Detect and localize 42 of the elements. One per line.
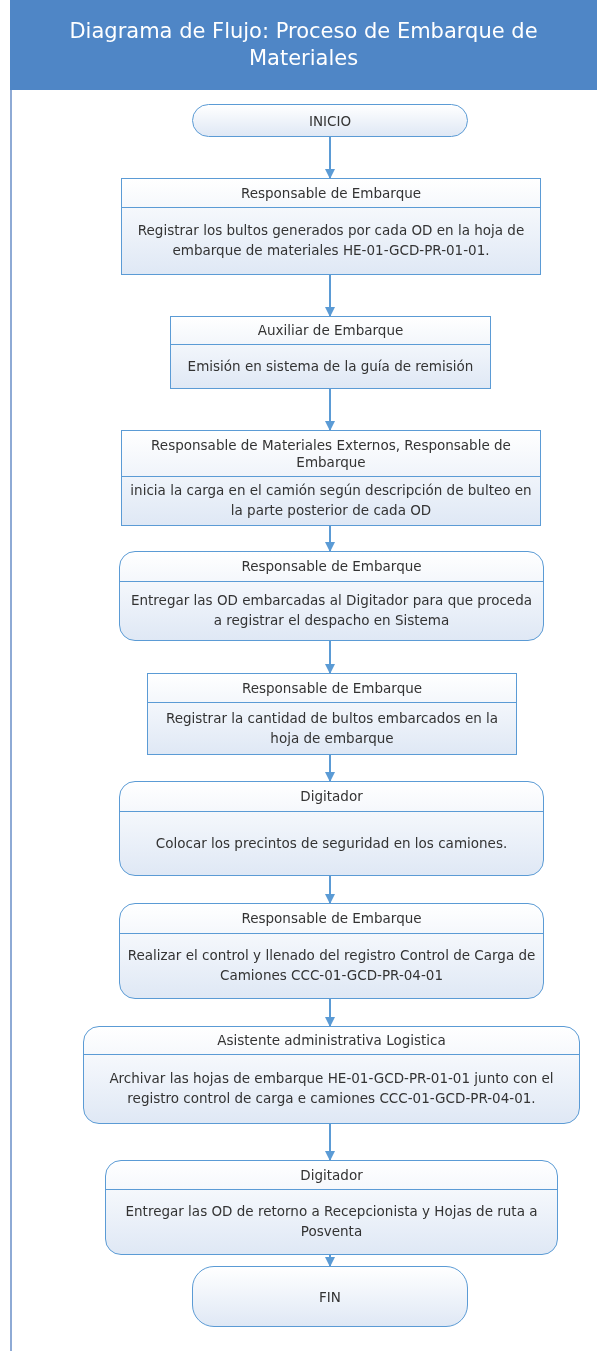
terminator-label: FIN (319, 1288, 341, 1305)
role-heading: Responsable de Materiales Externos, Responsable de Embarque (150, 436, 512, 471)
arrow (325, 1123, 335, 1161)
terminator-shape (192, 1266, 468, 1327)
role-heading: Auxiliar de Embarque (257, 322, 404, 339)
arrow (325, 525, 335, 552)
step-description: Realizar el control y llenado del registro Control de Carga de Camiones CCC-01-GCD-PR-04-01 (126, 946, 537, 985)
step-description: Registrar los bultos generados por cada OD en la hoja de embarque de materiales HE-01-GCD-PR-01-01. (136, 221, 526, 260)
process-box (119, 903, 544, 999)
role-heading: Digitador (300, 788, 363, 805)
role-heading: Digitador (300, 1166, 363, 1184)
step-description: Emisión en sistema de la guía de remisión (187, 356, 474, 376)
role-heading: Responsable de Embarque (240, 184, 422, 202)
arrow (325, 998, 335, 1027)
process-box (121, 430, 541, 526)
arrow (325, 274, 335, 317)
step-description: Entregar las OD embarcadas al Digitador para que proceda a registrar el despacho en Sistema (129, 591, 533, 630)
step-description: Archivar las hojas de embarque HE-01-GCD-PR-01-01 junto con el registro control de carga e camiones CCC-01-GCD-PR-04-01. (108, 1069, 555, 1108)
arrow (325, 640, 335, 674)
process-box (119, 551, 544, 641)
arrow (325, 754, 335, 782)
arrow (325, 388, 335, 431)
step-description: Colocar los precintos de seguridad en los camiones. (155, 833, 508, 853)
title-band: Diagrama de Flujo: Proceso de Embarque de Materiales (10, 0, 597, 90)
arrow (325, 875, 335, 904)
terminator-label: INICIO (308, 112, 352, 129)
step-description: inicia la carga en el camión según descripción de bulteo en la parte posterior de cada OD (129, 481, 533, 520)
role-heading: Responsable de Embarque (241, 910, 422, 927)
process-box (121, 178, 541, 275)
role-heading: Responsable de Embarque (241, 558, 422, 575)
step-description: Registrar la cantidad de bultos embarcados en la hoja de embarque (164, 708, 500, 748)
process-box (105, 1160, 558, 1255)
process-box (147, 673, 517, 755)
role-heading: Asistente administrativa Logistica (217, 1032, 446, 1049)
process-box (119, 781, 544, 876)
arrow (325, 136, 335, 179)
role-heading: Responsable de Embarque (241, 679, 423, 697)
terminator-shape (192, 104, 468, 137)
step-description: Entregar las OD de retorno a Recepcionista y Hojas de ruta a Posventa (124, 1202, 539, 1241)
process-box (83, 1026, 580, 1124)
process-box (170, 316, 491, 389)
arrow (325, 1254, 335, 1267)
